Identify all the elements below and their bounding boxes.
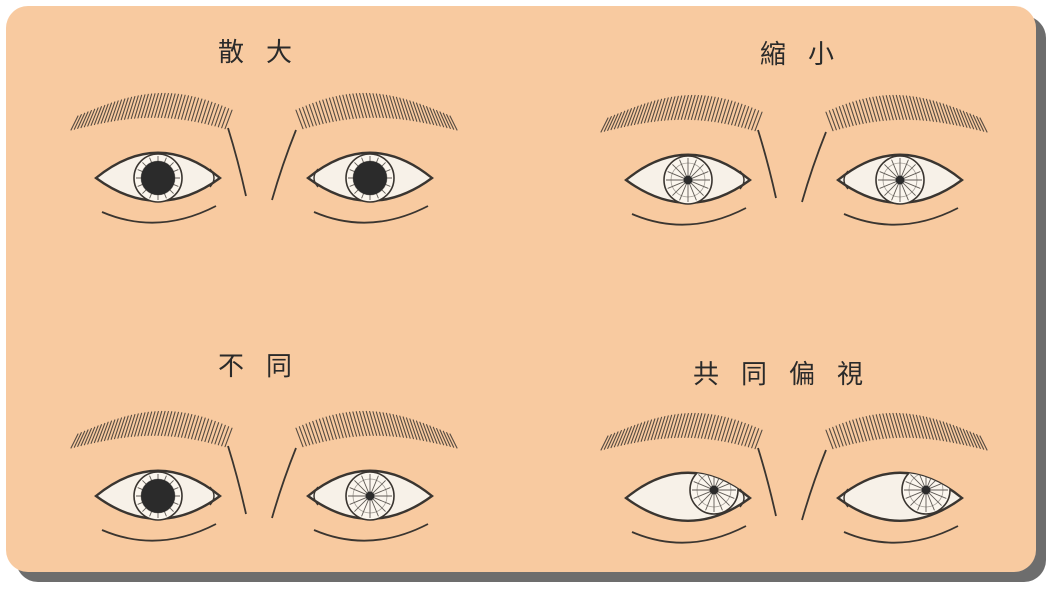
pupil (141, 479, 175, 513)
pupil (683, 175, 693, 185)
panel-label-conjugate-deviation: 共同偏視 (693, 360, 886, 390)
pupil (709, 485, 719, 495)
nose-line-left (757, 447, 777, 517)
right-eye (836, 471, 964, 544)
pupil (895, 175, 905, 185)
right-eyebrow (295, 92, 458, 131)
pupil (141, 161, 175, 195)
pupil (921, 485, 931, 495)
right-eyebrow (825, 412, 988, 451)
left-eye (624, 471, 752, 544)
left-eyebrow (70, 92, 233, 131)
right-eyebrow (295, 410, 458, 449)
left-eye (624, 153, 752, 226)
nose-line-right (801, 449, 827, 521)
nose-line-left (227, 127, 247, 197)
panel-conjugate-deviation (600, 412, 988, 544)
left-eye (94, 469, 222, 542)
pupil (353, 161, 387, 195)
left-eyebrow (600, 94, 763, 133)
nose-line-left (227, 445, 247, 515)
panel-constricted (600, 94, 988, 226)
nose-line-right (271, 447, 297, 519)
left-eyebrow (600, 412, 763, 451)
right-eye (306, 151, 434, 224)
nose-line-left (757, 129, 777, 199)
right-eye (306, 469, 434, 542)
panel-anisocoria (70, 410, 458, 542)
panel-label-constricted: 縮小 (760, 40, 857, 70)
left-eye (94, 151, 222, 224)
right-eye (836, 153, 964, 226)
nose-line-right (271, 129, 297, 201)
panel-label-anisocoria: 不同 (218, 352, 315, 382)
right-eyebrow (825, 94, 988, 133)
pupil (365, 491, 375, 501)
left-eyebrow (70, 410, 233, 449)
panel-dilated (70, 92, 458, 224)
nose-line-right (801, 131, 827, 203)
panel-label-dilated: 散大 (218, 38, 315, 68)
